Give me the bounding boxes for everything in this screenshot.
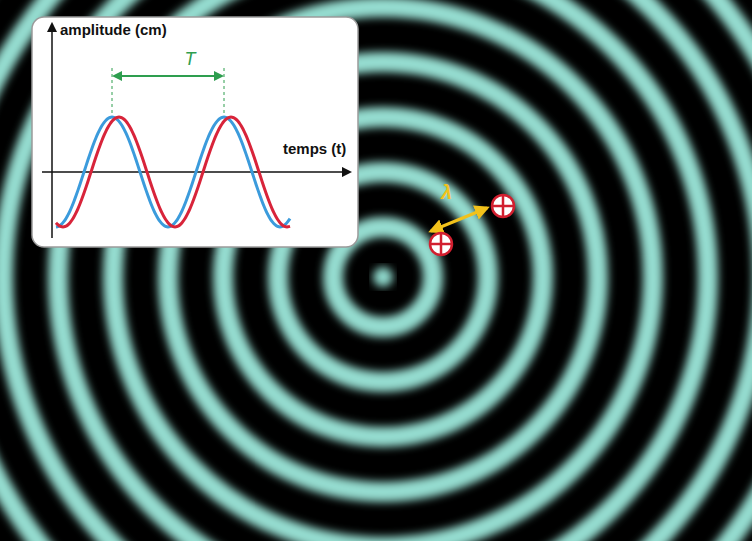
period-tick: [224, 68, 225, 114]
axis-label: amplitude (cm): [60, 22, 167, 39]
period-tick: [112, 68, 113, 114]
axis-label: temps (t): [283, 141, 346, 158]
plus-marker: [430, 233, 452, 255]
blue-wave: [56, 117, 290, 227]
wavelength-label: λ: [441, 181, 452, 203]
wave-ring: [3, 0, 752, 541]
red-wave: [56, 117, 290, 227]
inset-panel: [32, 17, 358, 247]
inset-graph: amplitude (cm) Ttemps (t): [32, 17, 358, 247]
plus-marker: [492, 195, 514, 217]
source-dot: [373, 267, 393, 287]
period-arrow: [114, 75, 222, 77]
period-label: T: [185, 50, 196, 70]
wave-curves: [56, 117, 290, 227]
wavelength-arrow: [431, 208, 487, 231]
y-axis: [51, 24, 53, 238]
